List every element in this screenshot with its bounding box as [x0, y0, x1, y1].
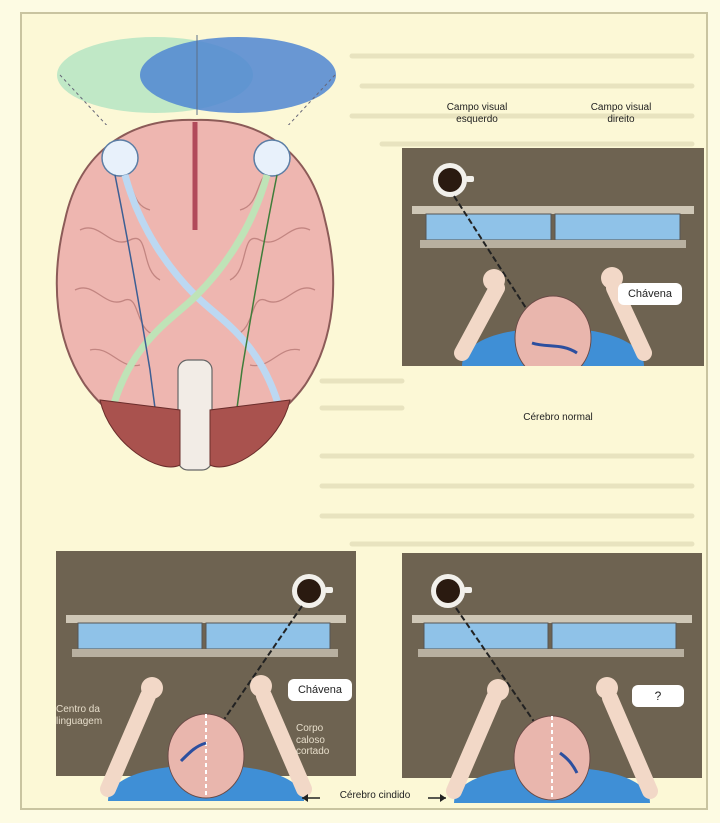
speech-bubble-icon: ?	[632, 685, 684, 707]
speech-bubble-icon: Chávena	[288, 679, 352, 701]
normal-brain-panel	[402, 148, 704, 366]
arrow-icon	[302, 794, 320, 802]
screen-right	[555, 214, 680, 240]
right-eye	[254, 140, 290, 176]
language-center-label: Centro da linguagem	[56, 704, 116, 727]
left-eye	[102, 140, 138, 176]
screen-left	[426, 214, 551, 240]
cup-word-split: Chávena	[298, 684, 342, 696]
split-caption: Cérebro cindido	[322, 790, 428, 802]
right-visual-field	[140, 37, 336, 113]
question-mark: ?	[655, 689, 662, 703]
label-right-field: Campo visual direito	[576, 102, 666, 125]
label-left-field: Campo visual esquerdo	[432, 102, 522, 125]
hand-icon	[483, 269, 505, 291]
normal-caption: Cérebro normal	[498, 412, 618, 424]
cup-word-normal: Chávena	[628, 288, 672, 300]
split-brain-panel-left	[56, 551, 356, 801]
corpus-callosum-label: Corpo caloso cortado	[296, 723, 346, 758]
cerebellum-right	[210, 400, 290, 467]
brainstem	[178, 360, 212, 470]
split-brain-panel-right	[402, 553, 702, 803]
cerebellum-left	[100, 400, 180, 467]
arrow-icon	[428, 794, 446, 802]
brain-ventral-view	[40, 110, 350, 490]
speech-bubble-icon: Chávena	[618, 283, 682, 305]
